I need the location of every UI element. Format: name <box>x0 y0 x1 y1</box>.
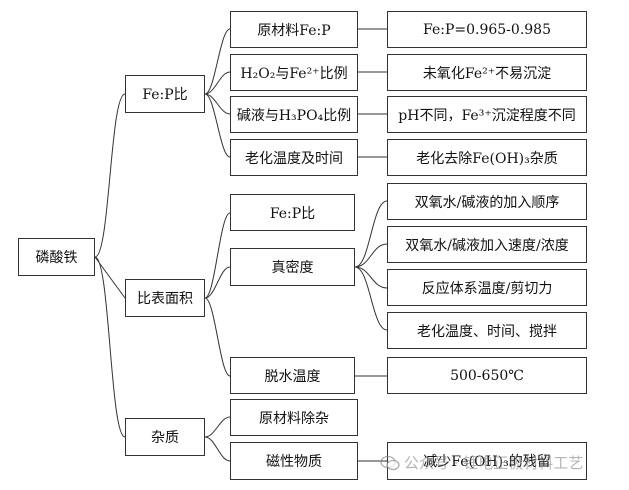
wechat-icon <box>380 455 400 471</box>
branch-fe-p-ratio: Fe:P比 <box>125 75 205 113</box>
factor-label: 原材料Fe:P <box>257 22 331 39</box>
factor-label: H₂O₂与Fe²⁺比例 <box>240 65 348 82</box>
factor-label: 原材料除杂 <box>259 410 329 427</box>
result-label: 双氧水/碱液的加入顺序 <box>414 194 560 211</box>
result-node: 老化去除Fe(OH)₃杂质 <box>387 139 587 176</box>
factor-label: 脱水温度 <box>264 368 321 385</box>
factor-node: 真密度 <box>230 248 355 286</box>
result-node: 双氧水/碱液的加入顺序 <box>387 183 587 220</box>
result-label: 老化去除Fe(OH)₃杂质 <box>416 150 558 167</box>
result-label: 老化温度、时间、搅拌 <box>417 323 557 340</box>
result-node: Fe:P=0.965-0.985 <box>387 11 587 48</box>
factor-node: 老化温度及时间 <box>230 139 358 176</box>
factor-label: Fe:P比 <box>269 205 316 222</box>
factor-node: Fe:P比 <box>230 194 355 231</box>
root-label: 磷酸铁 <box>35 250 78 266</box>
branch-specific-surface-area: 比表面积 <box>125 279 205 317</box>
result-label: 双氧水/碱液加入速度/浓度 <box>405 237 569 254</box>
root-node: 磷酸铁 <box>18 238 95 276</box>
result-label: Fe:P=0.965-0.985 <box>423 21 551 38</box>
factor-node: 原材料除杂 <box>230 399 358 436</box>
result-node: 未氧化Fe²⁺不易沉淀 <box>387 54 587 91</box>
watermark: 公众号 · 锂电正极材料工艺 <box>380 452 583 473</box>
result-node: 老化温度、时间、搅拌 <box>387 312 587 349</box>
result-node: 反应体系温度/剪切力 <box>387 269 587 306</box>
result-node: 减少Fe(OH)₃的残留 <box>387 442 587 480</box>
result-label: 反应体系温度/剪切力 <box>421 280 553 297</box>
result-label: 500-650℃ <box>450 367 524 384</box>
result-label: 未氧化Fe²⁺不易沉淀 <box>422 65 552 82</box>
factor-node: H₂O₂与Fe²⁺比例 <box>230 54 358 91</box>
factor-label: 真密度 <box>271 260 314 276</box>
branch-label: 杂质 <box>151 430 179 446</box>
factor-label: 磁性物质 <box>266 454 322 470</box>
result-label: 减少Fe(OH)₃的残留 <box>423 454 551 470</box>
factor-label: 老化温度及时间 <box>245 150 343 167</box>
factor-label: 碱液与H₃PO₄比例 <box>236 107 352 124</box>
factor-node: 脱水温度 <box>230 357 355 394</box>
branch-label: 比表面积 <box>137 291 193 307</box>
result-node: pH不同，Fe³⁺沉淀程度不同 <box>387 96 587 133</box>
watermark-text: 公众号 · 锂电正极材料工艺 <box>404 454 584 472</box>
result-label: pH不同，Fe³⁺沉淀程度不同 <box>398 107 576 124</box>
result-node: 双氧水/碱液加入速度/浓度 <box>387 226 587 263</box>
factor-node: 原材料Fe:P <box>230 11 358 48</box>
factor-node: 磁性物质 <box>230 442 358 480</box>
result-node: 500-650℃ <box>387 357 587 394</box>
factor-node: 碱液与H₃PO₄比例 <box>230 96 358 133</box>
branch-impurities: 杂质 <box>125 418 205 456</box>
branch-label: Fe:P比 <box>142 87 188 103</box>
